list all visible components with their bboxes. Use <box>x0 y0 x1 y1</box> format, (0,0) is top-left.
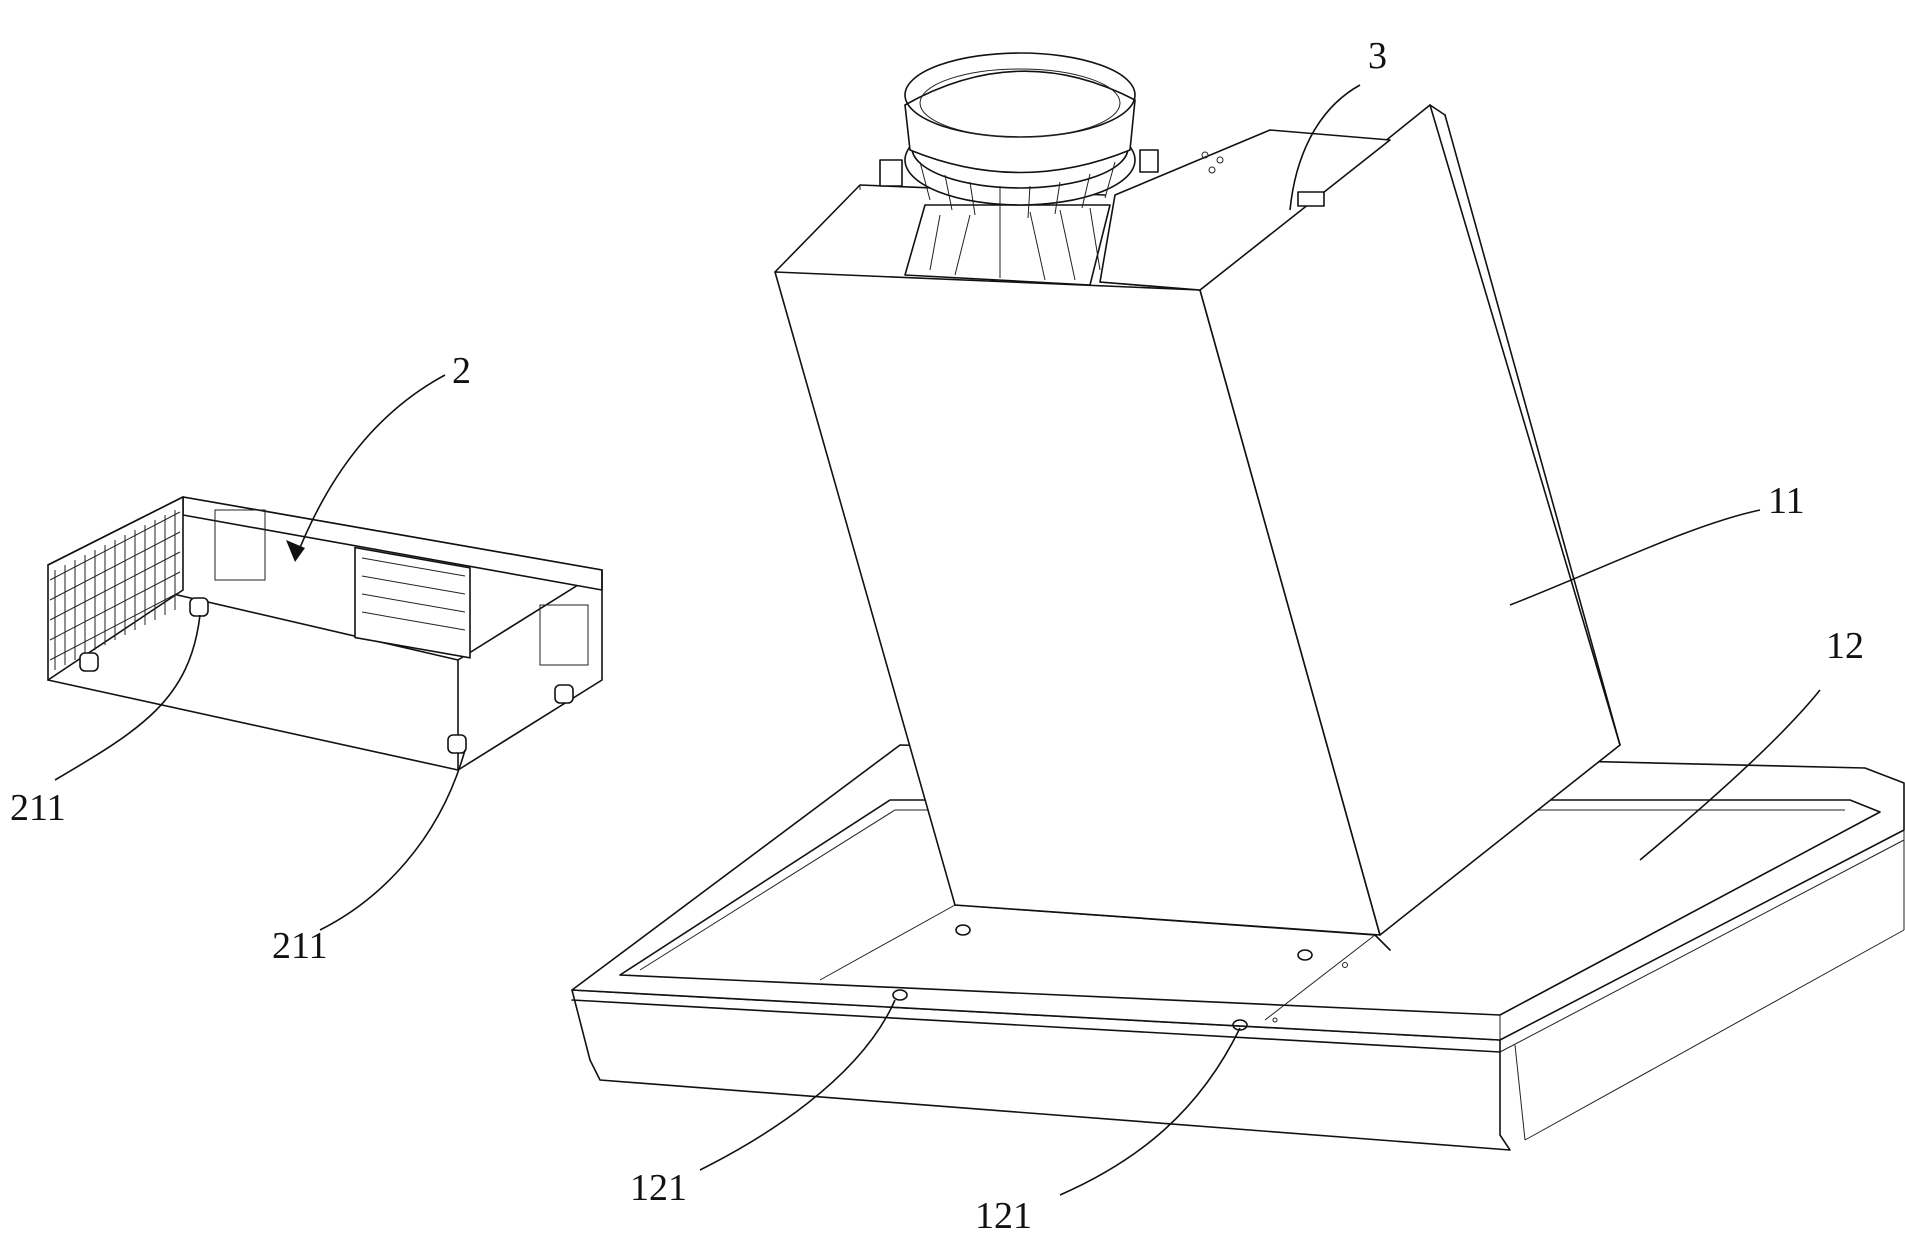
label-part-3: 3 <box>1368 35 1387 77</box>
label-part-211-bottom: 211 <box>272 925 328 967</box>
chimney-11 <box>774 104 1621 936</box>
filter-box-2 <box>47 374 603 771</box>
control-panel-3 <box>1099 129 1391 291</box>
label-part-12: 12 <box>1826 625 1864 667</box>
label-part-11: 11 <box>1768 480 1805 522</box>
label-part-121-right: 121 <box>975 1195 1032 1233</box>
label-part-2: 2 <box>452 350 471 392</box>
leader-lines <box>54 84 1821 1196</box>
fan-collar <box>879 52 1159 286</box>
label-part-121-left: 121 <box>630 1167 687 1209</box>
label-part-211-left: 211 <box>10 787 66 829</box>
reference-labels: 3 2 11 12 211 211 121 121 <box>10 35 1864 1233</box>
